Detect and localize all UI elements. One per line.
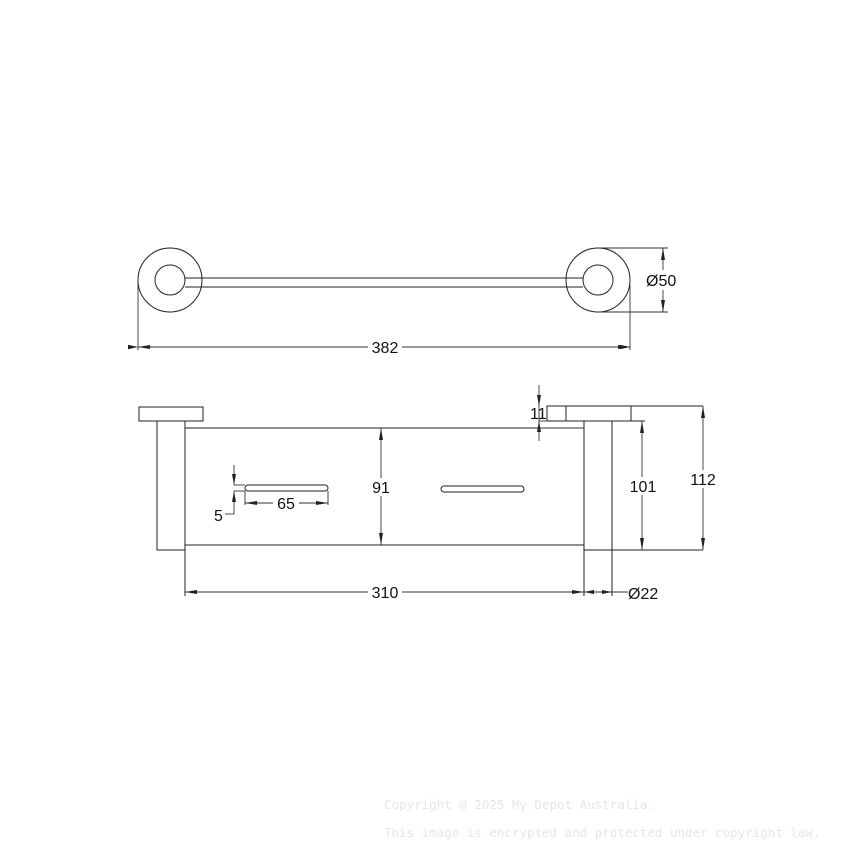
right-flange-front — [546, 405, 703, 422]
watermark-protection-notice: This image is encrypted and protected un… — [384, 825, 821, 840]
right-post — [583, 420, 703, 596]
top-view: 382 Ø50 — [128, 247, 683, 357]
shelf-body — [185, 427, 584, 546]
rail-top — [185, 277, 583, 288]
slot-left — [244, 484, 329, 492]
label-overall-length: 382 — [372, 340, 399, 357]
slot-right — [440, 485, 525, 493]
label-post-height: 101 — [630, 479, 657, 496]
dimension-overall-height: 112 — [688, 406, 718, 550]
label-overall-height: 112 — [690, 472, 716, 489]
label-post-diameter: Ø22 — [628, 586, 658, 603]
label-flange-thickness: 11 — [530, 406, 547, 423]
dimension-flange-thickness: 11 — [530, 385, 584, 441]
dimension-slot-width: 5 — [214, 465, 245, 525]
dimension-shelf-height: 91 — [370, 428, 392, 545]
label-shelf-height: 91 — [372, 480, 390, 497]
dimension-shelf-length: 310 — [185, 583, 584, 602]
label-slot-length: 65 — [277, 496, 295, 513]
left-post — [156, 420, 186, 551]
dimension-post-diameter: Ø22 — [584, 586, 658, 603]
dimension-flange-diameter: Ø50 — [598, 247, 683, 313]
label-flange-diameter: Ø50 — [646, 273, 676, 290]
dimension-slot-length: 65 — [244, 491, 329, 513]
label-slot-width: 5 — [214, 508, 223, 525]
left-flange-top — [137, 247, 203, 313]
dimension-overall-length: 382 — [128, 280, 631, 357]
dimension-post-height: 101 — [628, 421, 658, 550]
right-flange-top — [565, 247, 631, 313]
label-shelf-length: 310 — [372, 585, 399, 602]
left-flange-front — [138, 406, 204, 422]
front-view: 11 91 65 5 — [138, 385, 718, 603]
watermark-copyright: Copyright @ 2025 My Depot Australia. — [384, 797, 655, 812]
